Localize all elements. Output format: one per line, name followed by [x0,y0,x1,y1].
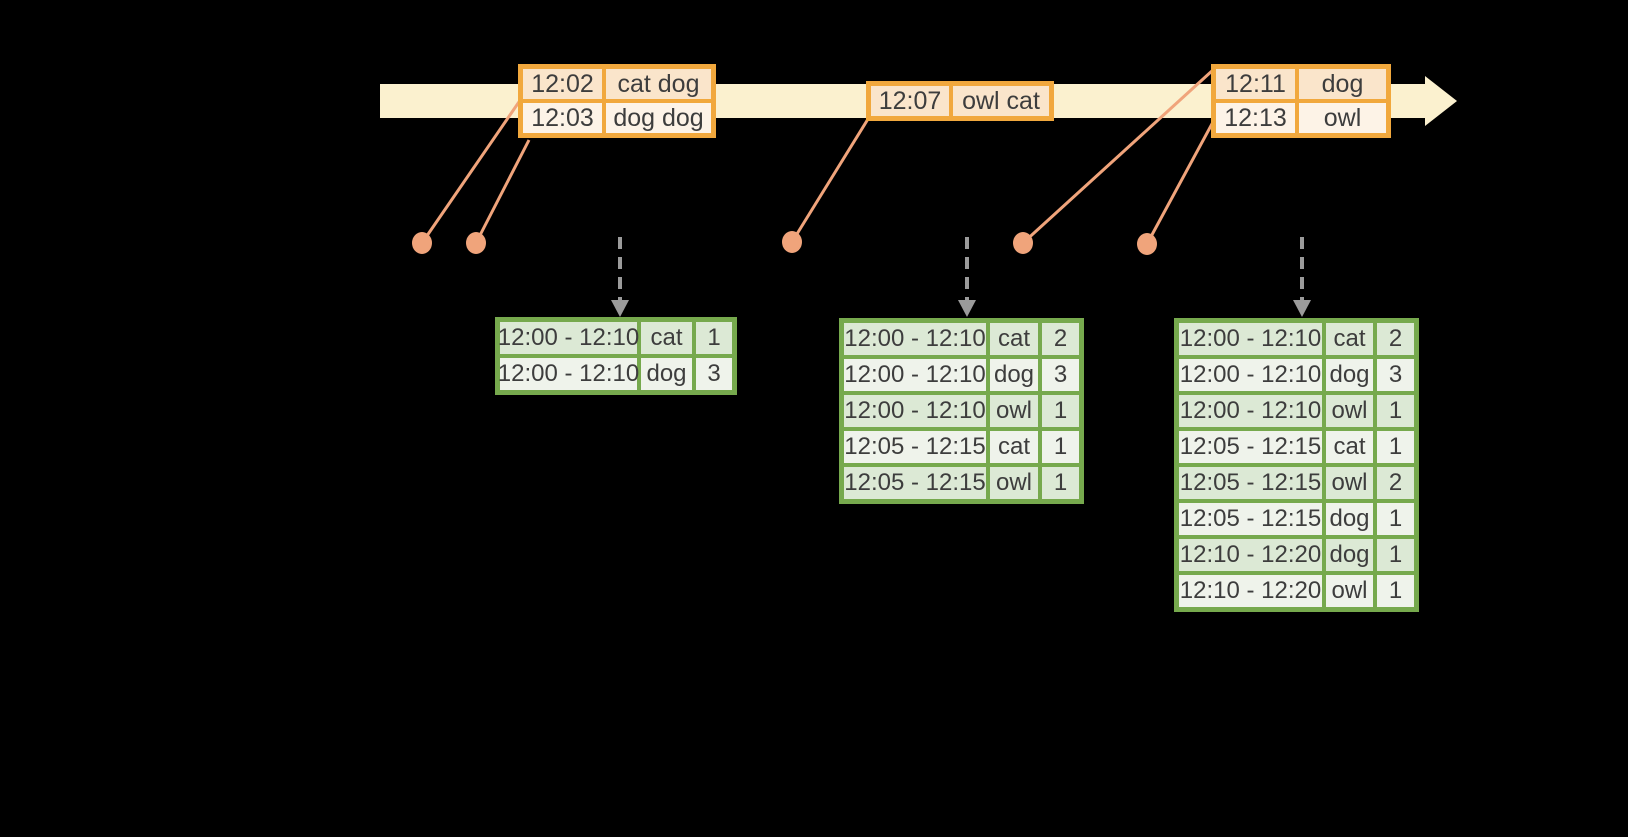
count-cell: 2 [1040,321,1081,357]
window-range-cell: 12:05 - 12:15 [842,429,988,465]
count-cell: 3 [694,356,734,392]
count-cell: 1 [1375,573,1416,609]
trigger-arrowhead-icon [958,300,976,317]
count-cell: 1 [1375,393,1416,429]
window-range-cell: 12:00 - 12:10 [1177,393,1324,429]
count-cell: 1 [1040,465,1081,501]
word-cell: cat [1324,429,1375,465]
event-dot [466,232,486,254]
word-cell: owl [988,465,1040,501]
count-cell: 2 [1375,321,1416,357]
count-cell: 1 [1040,393,1081,429]
window-range-cell: 12:05 - 12:15 [842,465,988,501]
word-cell: dog [1324,501,1375,537]
connector-line [420,98,523,244]
count-cell: 1 [1375,501,1416,537]
window-range-cell: 12:00 - 12:10 [1177,357,1324,393]
window-range-cell: 12:05 - 12:15 [1177,429,1324,465]
word-cell: cat [988,429,1040,465]
window-range-cell: 12:00 - 12:10 [498,356,639,392]
trigger-arrowhead-icon [611,300,629,317]
word-cell: owl [1324,393,1375,429]
count-cell: 1 [1040,429,1081,465]
count-cell: 3 [1375,357,1416,393]
event-dot [1013,232,1033,254]
word-cell: cat [1324,321,1375,357]
count-cell: 1 [694,320,734,356]
connector-line [1021,68,1215,245]
word-cell: dog [1324,357,1375,393]
event-dot [1137,233,1157,255]
window-range-cell: 12:00 - 12:10 [842,357,988,393]
event-dot [412,232,432,254]
connector-line [474,139,531,244]
window-range-cell: 12:05 - 12:15 [1177,465,1324,501]
word-cell: owl [988,393,1040,429]
event-time-cell: 12:13 [1214,101,1297,135]
word-cell: owl [1324,465,1375,501]
window-range-cell: 12:00 - 12:10 [1177,321,1324,357]
event-time-cell: 12:07 [869,84,951,118]
connector-line [1145,121,1215,245]
event-time-cell: 12:03 [521,101,604,135]
window-range-cell: 12:00 - 12:10 [842,321,988,357]
window-range-cell: 12:05 - 12:15 [1177,501,1324,537]
word-cell: dog [1324,537,1375,573]
window-range-cell: 12:00 - 12:10 [842,393,988,429]
count-cell: 2 [1375,465,1416,501]
count-cell: 3 [1040,357,1081,393]
event-words-cell: dog [1297,67,1388,101]
window-range-cell: 12:10 - 12:20 [1177,573,1324,609]
count-cell: 1 [1375,429,1416,465]
word-cell: cat [639,320,694,356]
window-range-cell: 12:00 - 12:10 [498,320,639,356]
word-cell: dog [988,357,1040,393]
count-cell: 1 [1375,537,1416,573]
word-cell: owl [1324,573,1375,609]
event-time-cell: 12:11 [1214,67,1297,101]
window-range-cell: 12:10 - 12:20 [1177,537,1324,573]
connector-line [790,118,870,243]
event-dot [782,231,802,253]
trigger-arrowhead-icon [1293,300,1311,317]
event-words-cell: cat dog [604,67,713,101]
event-words-cell: dog dog [604,101,713,135]
event-words-cell: owl [1297,101,1388,135]
word-cell: cat [988,321,1040,357]
event-time-cell: 12:02 [521,67,604,101]
event-words-cell: owl cat [951,84,1051,118]
word-cell: dog [639,356,694,392]
